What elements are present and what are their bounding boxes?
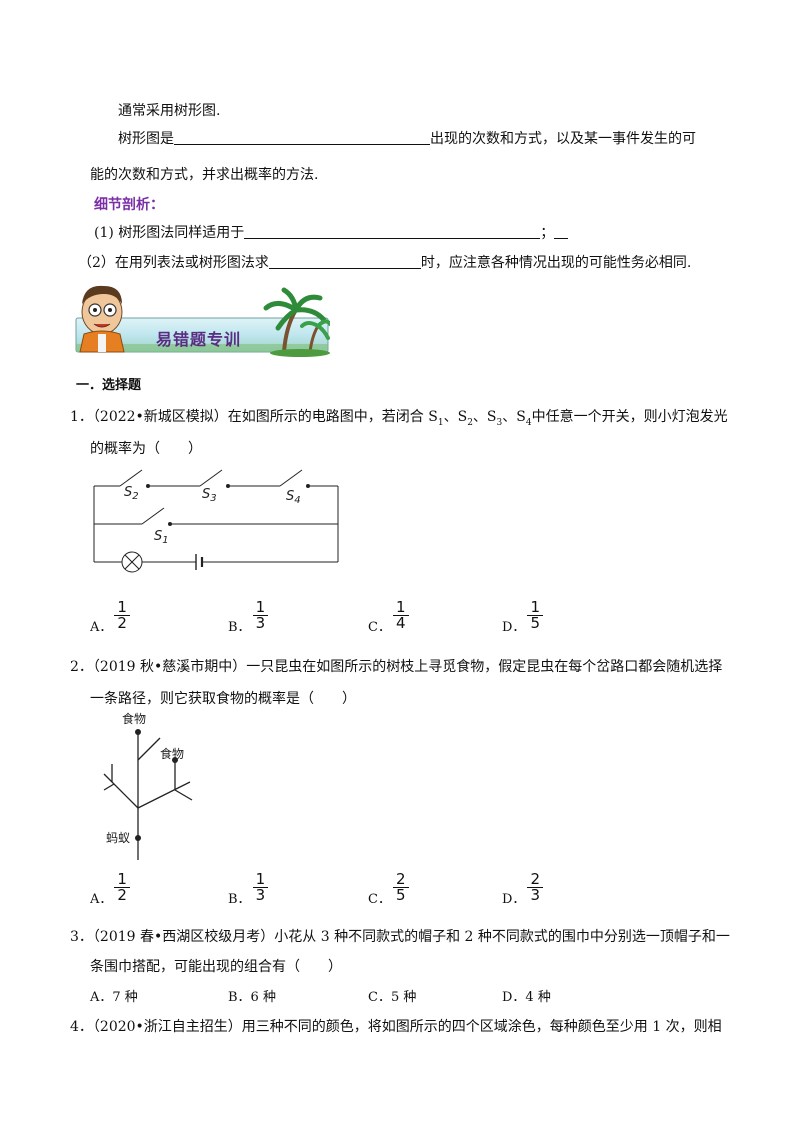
food-dot-top [135,729,141,735]
intro-line-3: 能的次数和方式，并求出概率的方法. [90,167,319,183]
ant-label: 蚂蚁 [106,830,130,845]
food-label-mid: 食物 [160,746,184,761]
banner-graphic [75,285,332,357]
detail-item-2-start: （2）在用列表法或树形图法求 [78,255,269,271]
ant-dot [135,835,141,841]
q2-line-1: 2．（2019 秋•慈溪市期中）一只昆虫在如图所示的树枝上寻觅食物，假定昆虫在每… [70,659,723,675]
q4-number: 4． [70,1019,93,1035]
intro-line-2-start: 树形图是 [118,131,174,147]
q3-option-a[interactable]: A．7 种 [90,990,138,1005]
tree-diagram: 食物 食物 蚂蚁 [103,711,193,860]
palm-tree-icon [263,287,332,357]
q1-line-2: 的概率为（ ） [90,441,202,457]
detail-item-1-end: ； [540,225,555,241]
intro-line-2: 树形图是 出现的次数和方式，以及某一事件发生的可 [118,128,696,148]
answer-blank[interactable] [268,254,421,269]
banner-title: 易错题专训 [156,330,242,349]
section-title: 一．选择题 [76,378,142,393]
q4-line-1: 4．（2020•浙江自主招生）用三种不同的颜色，将如图所示的四个区域涂色，每种颜… [70,1019,722,1035]
q3-option-b[interactable]: B．6 种 [228,990,276,1005]
intro-line-2-end: 出现的次数和方式，以及某一事件发生的可 [430,131,696,147]
detail-item-2-end: 时，应注意各种情况出现的可能性务必相同. [420,255,692,271]
q3-option-d[interactable]: D．4 种 [502,990,551,1005]
q3-line-2: 条围巾搭配，可能出现的组合有（ ） [90,959,342,975]
switch-label-s2: S2 [124,485,139,502]
q3-option-c[interactable]: C．5 种 [368,990,417,1005]
detail-heading: 细节剖析： [94,197,164,213]
switch-s4 [279,469,303,487]
q3-number: 3． [70,929,93,945]
intro-line-1: 通常采用树形图. [118,103,221,119]
answer-blank[interactable] [244,224,541,239]
q1-number: 1． [70,409,93,425]
q3-line-1: 3．（2019 春•西湖区校级月考）小花从 3 种不同款式的帽子和 2 种不同款… [70,929,730,945]
switch-label-s1: S1 [154,529,169,546]
answer-blank[interactable] [554,224,569,239]
answer-blank[interactable] [174,130,430,145]
food-label-top: 食物 [122,711,146,726]
switch-label-s3: S3 [202,487,217,504]
switch-label-s4: S4 [286,489,301,506]
circuit-diagram: S2 S3 S4 S1 [93,469,339,573]
switch-s2 [119,469,143,487]
switch-s1 [141,507,165,525]
food-dot-mid [172,757,178,763]
detail-item-2: （2）在用列表法或树形图法求 时，应注意各种情况出现的可能性务必相同. [78,252,691,272]
switch-s3 [199,469,223,487]
detail-item-1-start: (1) 树形图法同样适用于 [94,225,245,241]
boy-cartoon-icon [79,285,125,353]
q2-number: 2． [70,659,93,675]
q2-line-2: 一条路径，则它获取食物的概率是（ ） [90,691,356,707]
q1-line-1: 1．（2022•新城区模拟）在如图所示的电路图中，若闭合 S1、S2、S3、S4… [70,409,728,428]
banner: 易错题专训 [72,280,332,358]
detail-item-1: (1) 树形图法同样适用于 ； [94,222,569,242]
